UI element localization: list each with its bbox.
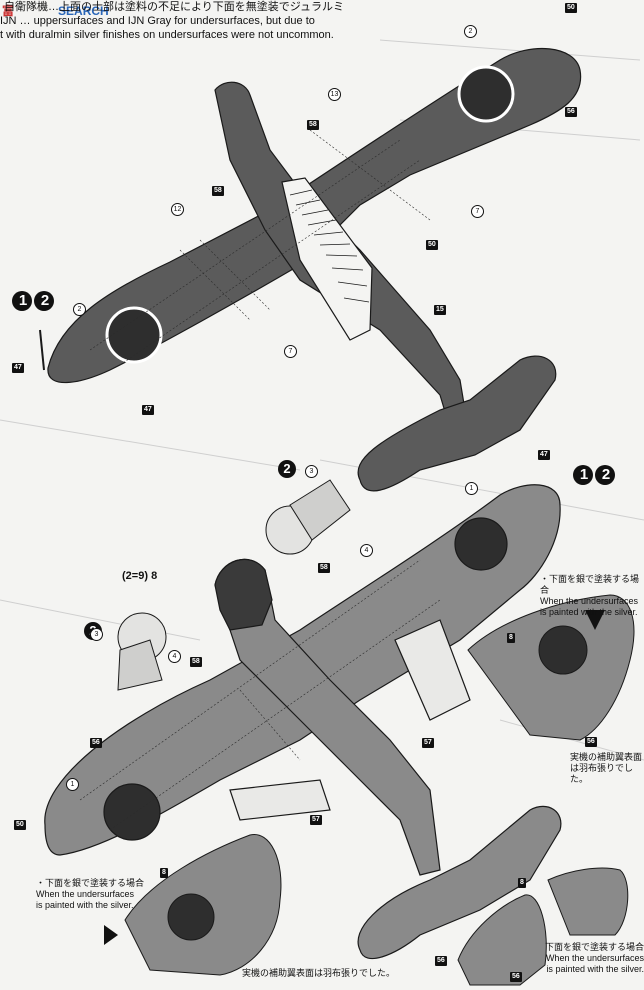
top-aircraft xyxy=(39,47,582,492)
spinner-parts xyxy=(117,479,351,691)
callout: 57 xyxy=(422,738,434,748)
header-line-en-2: t with duralmin silver finishes on under… xyxy=(0,29,334,41)
callout: 58 xyxy=(307,120,319,130)
header-line-en-1: IJN … uppersurfaces and IJN Gray for und… xyxy=(0,15,315,27)
arrow-right xyxy=(585,610,605,630)
callout: 13 xyxy=(328,88,341,101)
callout: 47 xyxy=(12,363,24,373)
callout: 4 xyxy=(168,650,181,663)
note-bottom-left-foot: 実機の補助翼表面は羽布張りでした。 xyxy=(242,968,396,978)
callout: 8 xyxy=(518,878,526,888)
header-line-jp: 自衛隊機…上面の士部は塗料の不足により下面を無塗装でジュラルミ xyxy=(4,1,345,13)
callout: 56 xyxy=(510,972,522,982)
callout: 2 xyxy=(464,25,477,38)
callout: 58 xyxy=(190,657,202,667)
callout: 50 xyxy=(565,3,577,13)
callout: 7 xyxy=(471,205,484,218)
note-right: ・下面を銀で塗装する場合 When the undersurfaces is p… xyxy=(540,574,640,617)
aileron-detail-right xyxy=(467,594,635,741)
callout: 50 xyxy=(14,820,26,830)
bottom-aircraft xyxy=(44,484,562,960)
callout: 7 xyxy=(284,345,297,358)
callout: 58 xyxy=(318,563,330,573)
callout: 56 xyxy=(435,956,447,966)
reference-label: (2=9) 8 xyxy=(122,570,158,582)
aileron-detail-pair xyxy=(457,867,629,986)
arrow-left xyxy=(104,925,118,945)
callout: 56 xyxy=(90,738,102,748)
callout: 57 xyxy=(310,815,322,825)
callout: 8 xyxy=(160,868,168,878)
callout: 3 xyxy=(90,628,103,641)
callout: 47 xyxy=(538,450,550,460)
callout: 3 xyxy=(305,465,318,478)
callout: 1 xyxy=(66,778,79,791)
note-right-foot: 実機の補助翼表面 は羽布張りでした。 xyxy=(570,752,643,784)
callout: 56 xyxy=(565,107,577,117)
callout: 58 xyxy=(212,186,224,196)
callout: 12 xyxy=(171,203,184,216)
callout: 47 xyxy=(142,405,154,415)
callout: 2 xyxy=(73,303,86,316)
header-note: 自衛隊機…上面の士部は塗料の不足により下面を無塗装でジュラルミ IJN … up… xyxy=(0,0,600,42)
callout: 1 xyxy=(465,482,478,495)
version-mark-small-a: 2 xyxy=(278,460,296,478)
note-bottom-left: ・下面を銀で塗装する場合 When the undersurfaces is p… xyxy=(36,878,145,910)
note-bottom-right: 下面を銀で塗装する場合 When the undersurfaces is pa… xyxy=(544,942,644,974)
callout: 50 xyxy=(426,240,438,250)
callout: 15 xyxy=(434,305,446,315)
callout: 4 xyxy=(360,544,373,557)
callout: 8 xyxy=(507,633,515,643)
aileron-detail-left xyxy=(124,834,282,976)
callout: 56 xyxy=(585,737,597,747)
